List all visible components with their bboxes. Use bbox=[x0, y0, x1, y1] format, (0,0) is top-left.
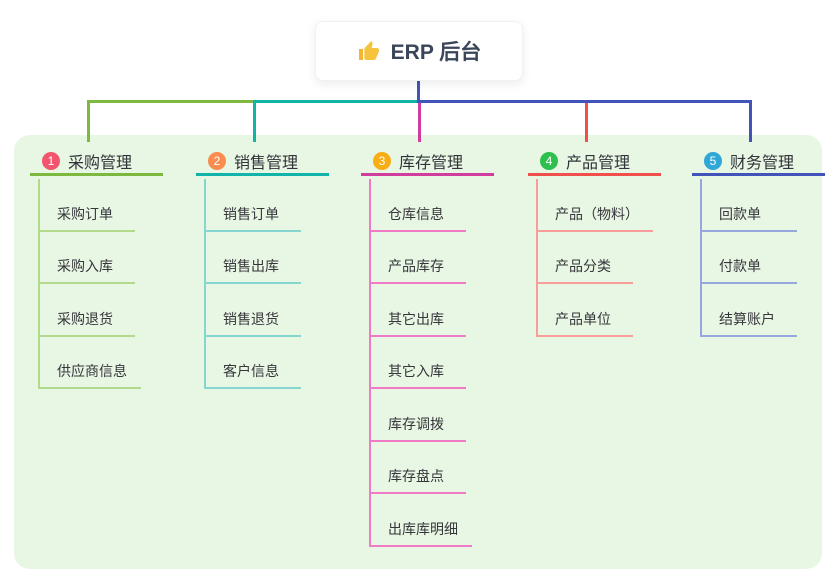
connector-drop bbox=[87, 100, 90, 142]
child-label: 采购订单 bbox=[57, 205, 113, 222]
connector-root-stub bbox=[417, 81, 420, 103]
branch-label: 财务管理 bbox=[730, 154, 795, 172]
child-item[interactable]: 其它出库 bbox=[371, 284, 466, 337]
child-label: 库存盘点 bbox=[388, 468, 444, 484]
branch-children: 仓库信息产品库存其它出库其它入库库存调拨库存盘点出库库明细 bbox=[369, 179, 472, 547]
branch-label: 销售管理 bbox=[234, 154, 299, 172]
child-item[interactable]: 产品分类 bbox=[538, 232, 633, 284]
branch-number-badge: 3 bbox=[373, 151, 391, 170]
connector-bus-segment bbox=[253, 100, 419, 103]
branch-children: 产品（物料） 产品分类产品单位 bbox=[536, 179, 653, 337]
child-label: 产品分类 bbox=[555, 258, 611, 274]
child-item[interactable]: 采购退货 bbox=[40, 284, 135, 337]
child-label: 回款单 bbox=[719, 205, 761, 222]
child-item[interactable]: 销售出库 bbox=[206, 232, 301, 284]
branch-label: 采购管理 bbox=[68, 154, 133, 172]
thumbs-up-icon bbox=[357, 39, 381, 63]
connector-drop bbox=[585, 100, 588, 142]
child-item[interactable]: 客户信息 bbox=[206, 337, 301, 389]
branch-number-badge: 5 bbox=[704, 151, 722, 170]
branch-number-badge: 1 bbox=[42, 151, 60, 170]
connector-drop bbox=[749, 100, 752, 142]
branch-number-badge: 2 bbox=[208, 151, 226, 170]
branch-children: 销售订单销售出库销售退货客户信息 bbox=[204, 179, 301, 389]
root-label: ERP 后台 bbox=[390, 41, 482, 64]
branch-header-5[interactable]: 5 财务管理 bbox=[692, 148, 825, 176]
branch-header-2[interactable]: 2 销售管理 bbox=[196, 148, 329, 176]
child-label: 销售出库 bbox=[223, 258, 279, 274]
child-label: 结算账户 bbox=[719, 310, 775, 327]
child-item[interactable]: 采购订单 bbox=[40, 179, 135, 232]
child-label: 供应商信息 bbox=[57, 363, 127, 379]
child-item[interactable]: 回款单 bbox=[702, 179, 797, 232]
child-item[interactable]: 产品单位 bbox=[538, 284, 633, 337]
child-item[interactable]: 出库库明细 bbox=[371, 494, 472, 547]
child-label: 销售退货 bbox=[223, 310, 279, 327]
child-label: 采购退货 bbox=[57, 310, 113, 327]
child-label: 库存调拨 bbox=[388, 415, 444, 432]
child-item[interactable]: 结算账户 bbox=[702, 284, 797, 337]
branch-number-badge: 4 bbox=[540, 151, 558, 170]
branch-label: 产品管理 bbox=[566, 154, 631, 172]
child-label: 仓库信息 bbox=[388, 205, 444, 222]
connector-drop bbox=[253, 100, 256, 142]
child-item[interactable]: 库存盘点 bbox=[371, 442, 466, 494]
child-label: 其它出库 bbox=[388, 310, 444, 327]
connector-bus-segment bbox=[87, 100, 254, 103]
child-item[interactable]: 供应商信息 bbox=[40, 337, 141, 389]
child-label: 产品库存 bbox=[388, 258, 444, 274]
child-item[interactable]: 库存调拨 bbox=[371, 389, 466, 442]
connector-bus-segment bbox=[417, 100, 752, 103]
root-node[interactable]: ERP 后台 bbox=[315, 21, 523, 81]
child-label: 客户信息 bbox=[223, 363, 279, 379]
branch-header-1[interactable]: 1 采购管理 bbox=[30, 148, 163, 176]
child-item[interactable]: 销售退货 bbox=[206, 284, 301, 337]
branch-label: 库存管理 bbox=[399, 154, 464, 172]
branch-header-3[interactable]: 3 库存管理 bbox=[361, 148, 494, 176]
child-label: 其它入库 bbox=[388, 363, 444, 379]
child-item[interactable]: 仓库信息 bbox=[371, 179, 466, 232]
branch-header-4[interactable]: 4 产品管理 bbox=[528, 148, 661, 176]
child-label: 采购入库 bbox=[57, 258, 113, 274]
child-item[interactable]: 付款单 bbox=[702, 232, 797, 284]
child-item[interactable]: 采购入库 bbox=[40, 232, 135, 284]
child-label: 付款单 bbox=[719, 258, 761, 274]
child-label: 产品单位 bbox=[555, 310, 611, 327]
child-label: 产品（物料） bbox=[555, 205, 639, 222]
child-item[interactable]: 产品（物料） bbox=[538, 179, 653, 232]
child-label: 销售订单 bbox=[223, 205, 279, 222]
branch-children: 采购订单采购入库采购退货供应商信息 bbox=[38, 179, 141, 389]
child-item[interactable]: 销售订单 bbox=[206, 179, 301, 232]
child-item[interactable]: 产品库存 bbox=[371, 232, 466, 284]
child-item[interactable]: 其它入库 bbox=[371, 337, 466, 389]
mindmap-panel bbox=[14, 135, 822, 569]
connector-drop bbox=[418, 100, 421, 142]
child-label: 出库库明细 bbox=[388, 520, 458, 537]
branch-children: 回款单付款单结算账户 bbox=[700, 179, 797, 337]
